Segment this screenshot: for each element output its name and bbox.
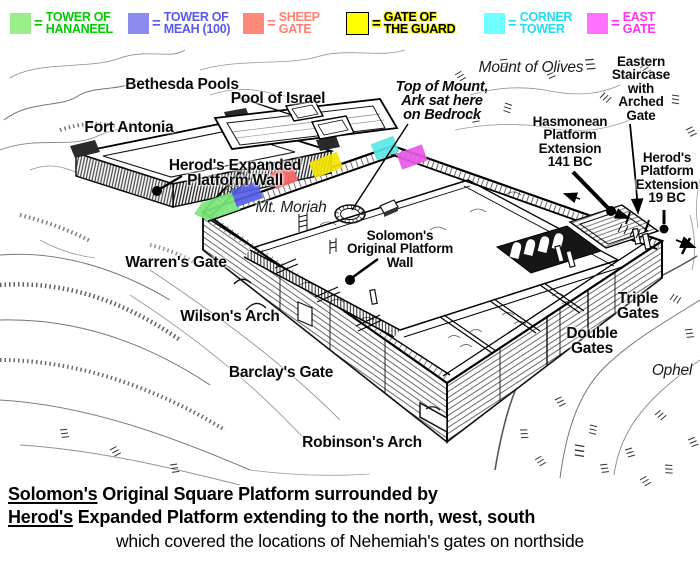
equals-sign: =: [34, 15, 43, 32]
caption-line-2: Herod's Expanded Platform extending to t…: [8, 507, 535, 528]
legend-label-tower-of-meah: TOWER OF MEAH (100): [163, 10, 231, 36]
top-of-mount-leader: [351, 123, 409, 211]
legend-label-east-gate: EAST GATE: [622, 10, 656, 36]
yellow-swatch: [346, 12, 369, 35]
tower-of-meah-marker: [230, 180, 264, 208]
legend-label-corner-tower: CORNER TOWER: [519, 10, 573, 36]
label-mount-of-olives: Mount of Olives: [478, 59, 584, 76]
gate-markers: [194, 135, 428, 221]
sheep-gate-marker: [269, 164, 299, 190]
legend-item-gate-of-the-guard: = GATE OF THE GUARD: [346, 10, 456, 36]
label-hasmonean-extension: Hasmonean Platform Extension 141 BC: [532, 114, 608, 170]
magenta-swatch: [587, 13, 608, 34]
label-triple-gates: Triple Gates: [616, 290, 660, 322]
caption-line-2-rest: Expanded Platform extending to the north…: [72, 507, 536, 527]
pool-of-israel: [213, 98, 399, 150]
southern-rooms: [274, 258, 585, 354]
label-ophel: Ophel: [651, 362, 693, 379]
corner-tower-marker: [370, 135, 400, 161]
label-barclays-gate: Barclay's Gate: [228, 364, 334, 381]
equals-sign: =: [508, 15, 517, 32]
label-top-of-mount: Top of Mount, Ark sat here on Bedrock: [395, 79, 489, 123]
label-bethesda-pools: Bethesda Pools: [125, 76, 239, 93]
hasmonean-leader: [571, 170, 610, 210]
equals-sign: =: [267, 15, 276, 32]
legend-item-sheep-gate: = SHEEP GATE: [243, 10, 320, 36]
hasmonean-dot: [606, 206, 616, 216]
label-herods-extension: Herod's Platform Extension 19 BC: [635, 150, 699, 206]
label-eastern-staircase: Eastern Staircase with Arched Gate: [611, 54, 671, 123]
equals-sign: =: [611, 15, 620, 32]
solomons-wall-dot: [345, 275, 355, 285]
caption-line-1: Solomon's Original Square Platform surro…: [8, 484, 438, 505]
tower-of-hananeel-marker: [194, 191, 241, 221]
legend-label-tower-of-hananeel: TOWER OF HANANEEL: [45, 10, 113, 36]
gate-posts: [369, 227, 652, 305]
small-tower: [329, 238, 337, 254]
robinsons-arch-stub: [419, 401, 448, 434]
dome-of-rock-bedrock: [334, 204, 366, 224]
red-swatch: [243, 13, 264, 34]
terrain-texture: [0, 49, 700, 488]
warrens-gate-arch: [233, 278, 252, 285]
herods-wall-dot: [152, 186, 162, 196]
label-wilsons-arch: Wilson's Arch: [180, 308, 280, 325]
bethesda-leader: [236, 96, 293, 116]
equals-sign: =: [372, 15, 381, 32]
cyan-swatch: [484, 13, 505, 34]
callout-leaders: [152, 96, 697, 285]
bethesda-pools: [284, 100, 356, 140]
barclays-gate-door: [297, 301, 313, 327]
caption-line-1-rest: Original Square Platform surrounded by: [97, 484, 438, 504]
eastern-staircase-arrow: [629, 123, 644, 215]
caption-solomons-underlined: Solomon's: [8, 484, 98, 504]
equals-sign: =: [152, 15, 161, 32]
gate-of-the-guard-marker: [308, 151, 344, 179]
legend-item-east-gate: = EAST GATE: [587, 10, 656, 36]
small-tower: [298, 212, 308, 232]
solomons-wall-leader: [352, 258, 379, 278]
label-robinsons-arch: Robinson's Arch: [302, 434, 422, 451]
fort-tower: [70, 140, 100, 158]
rocks: [319, 191, 522, 231]
blue-swatch: [128, 13, 149, 34]
wilsons-arch: [245, 302, 267, 311]
west-wall-hatch: [204, 212, 451, 382]
caption-herods-underlined: Herod's: [8, 507, 73, 527]
herods-ext-dot: [659, 224, 669, 234]
eastern-staircase-steps: [617, 223, 641, 239]
plateau-details: [298, 191, 522, 254]
legend-item-tower-of-hananeel: = TOWER OF HANANEEL: [10, 10, 113, 36]
label-double-gates: Double Gates: [566, 325, 618, 357]
herods-wall-leader: [159, 175, 183, 190]
legend-item-corner-tower: = CORNER TOWER: [484, 10, 573, 36]
legend-item-tower-of-meah: = TOWER OF MEAH (100): [128, 10, 231, 36]
green-swatch: [10, 13, 31, 34]
label-herods-expanded-wall: Herod's Expanded Platform Wall: [168, 157, 302, 189]
label-solomons-wall: Solomon's Original Platform Wall: [346, 228, 454, 270]
label-fort-antonia: Fort Antonia: [84, 119, 174, 136]
east-gate-marker: [396, 144, 428, 170]
caption-line-3: which covered the locations of Nehemiah'…: [115, 531, 585, 551]
label-warrens-gate: Warren's Gate: [125, 254, 227, 271]
legend-label-sheep-gate: SHEEP GATE: [278, 10, 320, 36]
fort-tower: [316, 136, 340, 151]
legend-label-gate-of-the-guard: GATE OF THE GUARD: [383, 10, 456, 36]
label-mt-moriah: Mt. Moriah: [255, 199, 327, 216]
label-pool-of-israel: Pool of Israel: [230, 90, 326, 107]
